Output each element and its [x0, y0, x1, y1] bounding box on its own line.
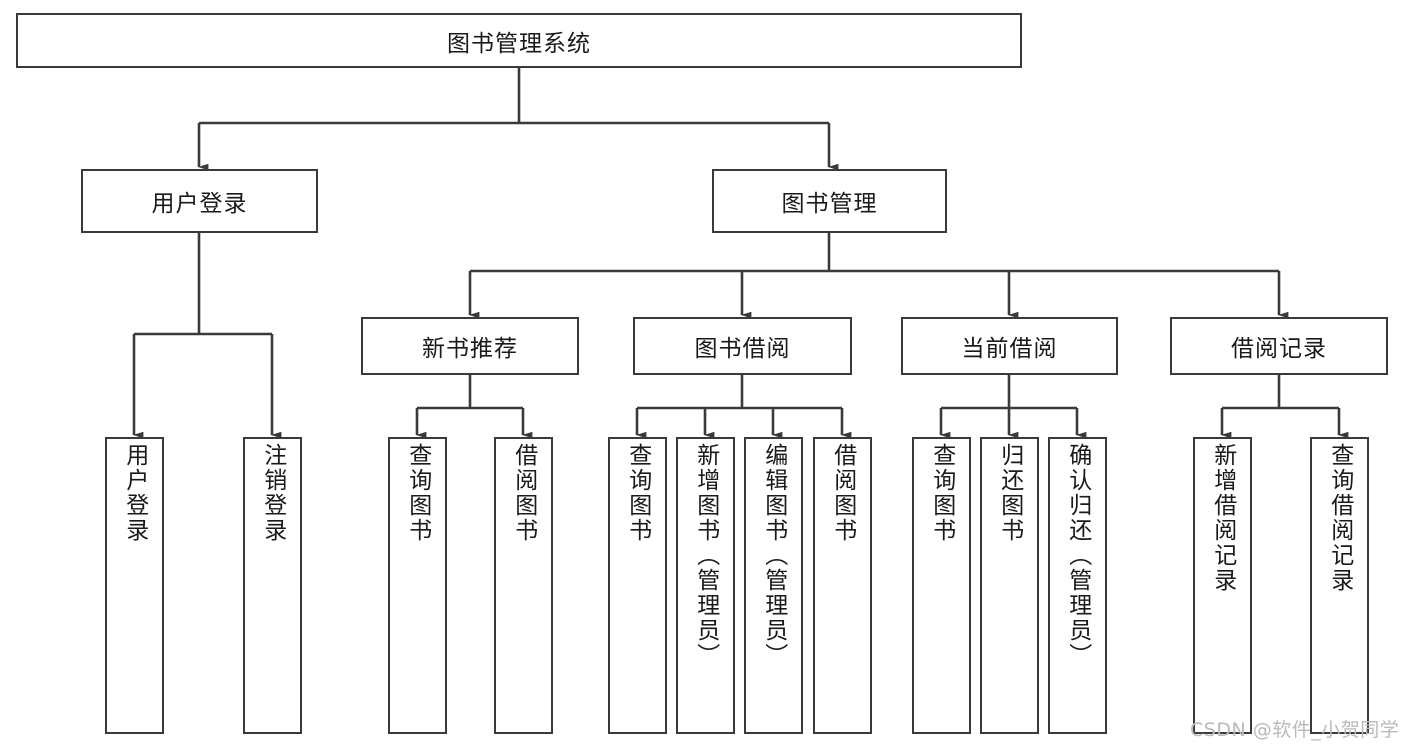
leaf-label: 归还图书 [996, 443, 1023, 543]
leaf-edit-book-admin[interactable]: 编辑图书（管理员） [744, 437, 803, 734]
leaf-user-login[interactable]: 用户登录 [105, 437, 164, 734]
node-book-borrow[interactable]: 图书借阅 [633, 317, 852, 375]
leaf-label: 借阅图书 [510, 443, 537, 543]
leaf-label: 编辑图书（管理员） [760, 443, 787, 668]
leaf-label: 查询图书 [404, 443, 431, 543]
leaf-query-book-recommend[interactable]: 查询图书 [388, 437, 447, 734]
leaf-label: 查询图书 [624, 443, 651, 543]
node-root-system[interactable]: 图书管理系统 [16, 13, 1022, 68]
node-new-book-recommend[interactable]: 新书推荐 [361, 317, 579, 375]
leaf-label: 用户登录 [121, 443, 148, 543]
leaf-label: 新增借阅记录 [1209, 443, 1236, 593]
node-current-borrow[interactable]: 当前借阅 [901, 317, 1118, 375]
leaf-label: 查询图书 [928, 443, 955, 543]
leaf-label: 注销登录 [259, 443, 286, 543]
csdn-watermark: CSDN @软件_小贺同学 [1190, 719, 1400, 741]
leaf-return-book[interactable]: 归还图书 [980, 437, 1039, 734]
leaf-query-book-current[interactable]: 查询图书 [912, 437, 971, 734]
leaf-confirm-return-admin[interactable]: 确认归还（管理员） [1048, 437, 1107, 734]
leaf-label: 查询借阅记录 [1326, 443, 1353, 593]
leaf-label: 借阅图书 [829, 443, 856, 543]
leaf-label: 确认归还（管理员） [1064, 443, 1091, 668]
leaf-label: 新增图书（管理员） [692, 443, 719, 668]
node-book-management[interactable]: 图书管理 [712, 169, 947, 233]
leaf-logout[interactable]: 注销登录 [243, 437, 302, 734]
node-borrow-records[interactable]: 借阅记录 [1170, 317, 1388, 375]
leaf-add-borrow-record[interactable]: 新增借阅记录 [1193, 437, 1252, 734]
leaf-query-borrow-record[interactable]: 查询借阅记录 [1310, 437, 1369, 734]
leaf-add-book-admin[interactable]: 新增图书（管理员） [676, 437, 735, 734]
leaf-query-book-borrow[interactable]: 查询图书 [608, 437, 667, 734]
leaf-borrow-book-recommend[interactable]: 借阅图书 [494, 437, 553, 734]
node-user-login[interactable]: 用户登录 [81, 169, 318, 233]
leaf-borrow-book[interactable]: 借阅图书 [813, 437, 872, 734]
